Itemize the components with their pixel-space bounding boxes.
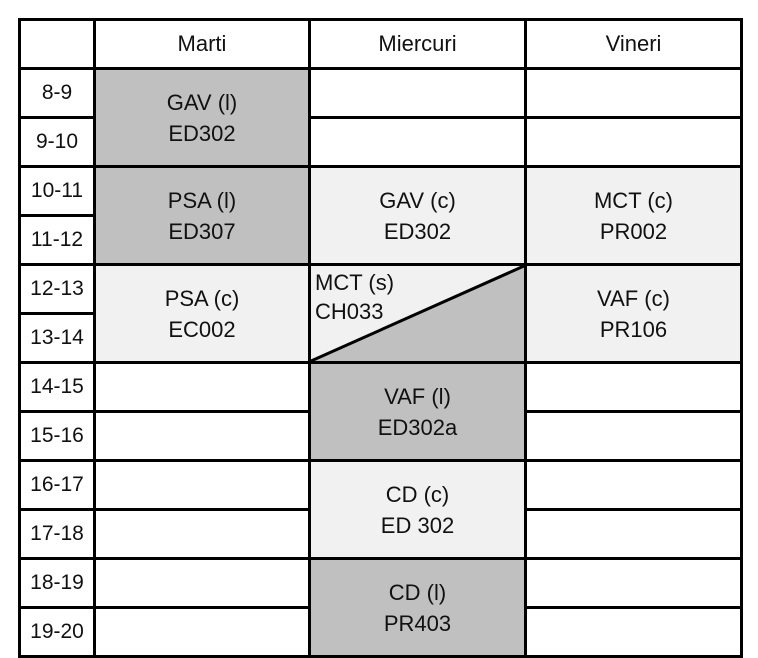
corner-cell: [18, 18, 96, 70]
time-label: 14-15: [18, 361, 96, 413]
time-label: 18-19: [18, 557, 96, 609]
time-label: 10-11: [18, 165, 96, 217]
time-row: 13-14: [18, 312, 742, 364]
empty-cell: [93, 459, 311, 511]
time-row: 10-11 PSA (l) ED307 GAV (c) ED302 MCT (c) P…: [18, 165, 743, 266]
course-name: MCT (c): [593, 187, 674, 213]
empty-cell: [93, 508, 311, 560]
time-label: 11-12: [18, 214, 96, 266]
day-header-miercuri: Miercuri: [308, 18, 527, 70]
class-block-miercuri-gav-c: GAV (c) ED302: [308, 165, 527, 266]
empty-cell: [524, 459, 743, 511]
room-name: PR403: [383, 610, 452, 636]
room-name: PR002: [599, 218, 668, 244]
time-label: 19-20: [18, 606, 96, 658]
class-block-marti-psa-l: PSA (l) ED307: [93, 165, 311, 266]
class-block-miercuri-cd-c: CD (c) ED 302: [308, 459, 527, 560]
time-label: 12-13: [18, 263, 96, 315]
time-row: 8-9 GAV (l) ED302: [18, 67, 743, 168]
empty-cell: [93, 557, 311, 609]
header-row: Marti Miercuri Vineri: [18, 18, 743, 70]
time-row: 9-10: [18, 116, 743, 168]
course-name: VAF (l): [384, 383, 451, 409]
time-label: 9-10: [18, 116, 96, 168]
empty-cell: [524, 606, 743, 658]
room-name: CH033: [315, 299, 384, 324]
course-name: GAV (c): [379, 187, 456, 213]
course-name: PSA (c): [164, 285, 240, 311]
class-block-marti-psa-c: PSA (c) EC002: [93, 263, 311, 364]
time-label: 13-14: [18, 312, 96, 364]
room-name: ED 302: [380, 512, 455, 538]
room-name: ED302: [383, 218, 452, 244]
room-name: ED302a: [377, 414, 458, 440]
time-row: 17-18: [18, 508, 743, 560]
course-name: CD (l): [388, 579, 447, 605]
empty-cell: [524, 557, 743, 609]
day-header-vineri: Vineri: [524, 18, 743, 70]
time-row: 12-13 PSA (c) EC002 MCT (s) CH033 VAF (c) P…: [18, 263, 743, 364]
empty-cell: [308, 67, 527, 119]
empty-cell: [524, 116, 743, 168]
course-name: MCT (s): [315, 270, 395, 295]
course-name: VAF (c): [597, 285, 670, 311]
room-name: EC002: [168, 316, 236, 342]
time-row: 18-19 CD (l) PR403: [18, 557, 743, 658]
room-name: ED302: [168, 120, 236, 146]
time-label: 16-17: [18, 459, 96, 511]
class-block-miercuri-mct-s: MCT (s) CH033: [308, 263, 527, 364]
time-row: 11-12: [18, 214, 742, 266]
empty-cell: [93, 410, 311, 462]
diagonal-line: [311, 266, 524, 361]
time-label: 15-16: [18, 410, 96, 462]
class-block-vineri-vaf-c: VAF (c) PR106: [524, 263, 743, 364]
empty-cell: [524, 508, 743, 560]
course-name: CD (c): [385, 481, 450, 507]
time-row: 14-15 VAF (l) ED302a: [18, 361, 743, 462]
time-row: 15-16: [18, 410, 743, 462]
class-block-marti-gav-l: GAV (l) ED302: [93, 67, 311, 168]
time-label: 8-9: [18, 67, 96, 119]
time-row: 16-17 CD (c) ED 302: [18, 459, 743, 560]
empty-cell: [93, 361, 311, 413]
course-name: GAV (l): [166, 89, 238, 115]
schedule-table: Marti Miercuri Vineri 8-9 GAV (l) ED302 9…: [18, 18, 743, 658]
day-header-marti: Marti: [93, 18, 311, 70]
split-diagonal: [311, 266, 524, 361]
room-name: ED307: [168, 218, 236, 244]
course-name: PSA (l): [167, 187, 237, 213]
time-label: 17-18: [18, 508, 96, 560]
empty-cell: [524, 67, 743, 119]
class-block-miercuri-cd-l: CD (l) PR403: [308, 557, 527, 658]
class-block-miercuri-vaf-l: VAF (l) ED302a: [308, 361, 527, 462]
empty-cell: [524, 410, 743, 462]
empty-cell: [524, 361, 743, 413]
class-block-vineri-mct-c: MCT (c) PR002: [524, 165, 743, 266]
room-name: PR106: [599, 316, 668, 342]
empty-cell: [308, 116, 527, 168]
empty-cell: [93, 606, 311, 658]
